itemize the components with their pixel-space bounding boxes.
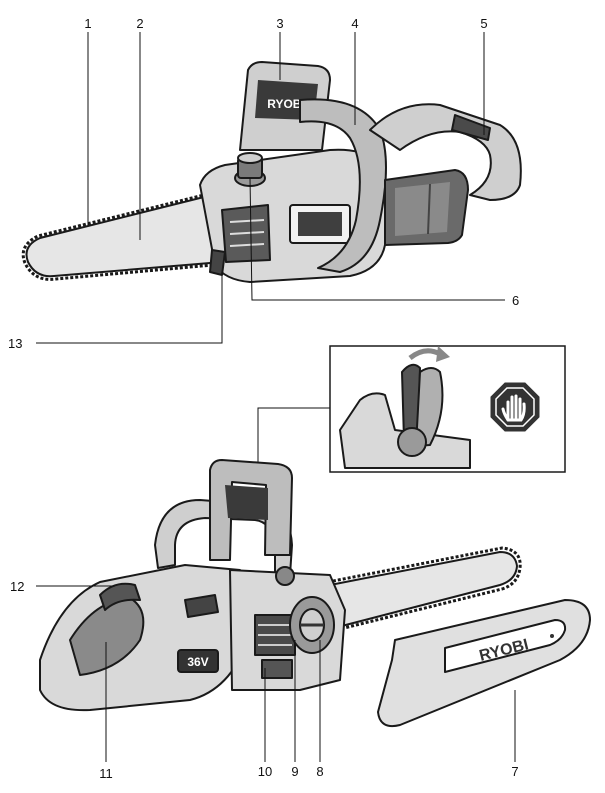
rear-handle-side: 36V bbox=[39, 564, 249, 712]
chain-catcher-top bbox=[209, 249, 226, 276]
callout-numbers: 1 2 3 4 5 6 13 12 11 10 9 8 7 bbox=[8, 16, 519, 781]
guide-bar-top bbox=[21, 191, 225, 281]
callout-9: 9 bbox=[291, 764, 298, 779]
front-hand-guard-top: RYOBI bbox=[239, 61, 331, 151]
callout-5: 5 bbox=[480, 16, 487, 31]
callout-8: 8 bbox=[316, 764, 323, 779]
ryobi-logo-top: RYOBI bbox=[267, 97, 305, 111]
callout-3: 3 bbox=[276, 16, 283, 31]
callout-4: 4 bbox=[351, 16, 358, 31]
callout-10: 10 bbox=[258, 764, 272, 779]
callout-1: 1 bbox=[84, 16, 91, 31]
callout-13: 13 bbox=[8, 336, 22, 351]
callout-12: 12 bbox=[10, 579, 24, 594]
callout-2: 2 bbox=[136, 16, 143, 31]
tension-knob bbox=[289, 596, 335, 654]
callout-7: 7 bbox=[511, 764, 518, 779]
chainsaw-top-view: RYOBI bbox=[21, 61, 522, 283]
callout-11: 11 bbox=[99, 766, 113, 781]
curved-arrow-icon bbox=[408, 346, 450, 362]
front-handle-side bbox=[154, 459, 293, 576]
battery-top bbox=[384, 169, 469, 246]
callout-6: 6 bbox=[512, 293, 519, 308]
voltage-badge: 36V bbox=[187, 655, 208, 669]
guide-bar-side bbox=[327, 546, 522, 633]
stop-hand-icon bbox=[490, 382, 540, 432]
bar-cover: RYOBI bbox=[377, 599, 591, 728]
top-leader-lines bbox=[36, 32, 505, 344]
bottom-leader-lines bbox=[36, 585, 516, 762]
chain-brake-inset bbox=[257, 345, 566, 474]
rear-handle-top bbox=[369, 103, 522, 201]
chainsaw-side-view: 36V RYOBI bbox=[39, 459, 591, 728]
